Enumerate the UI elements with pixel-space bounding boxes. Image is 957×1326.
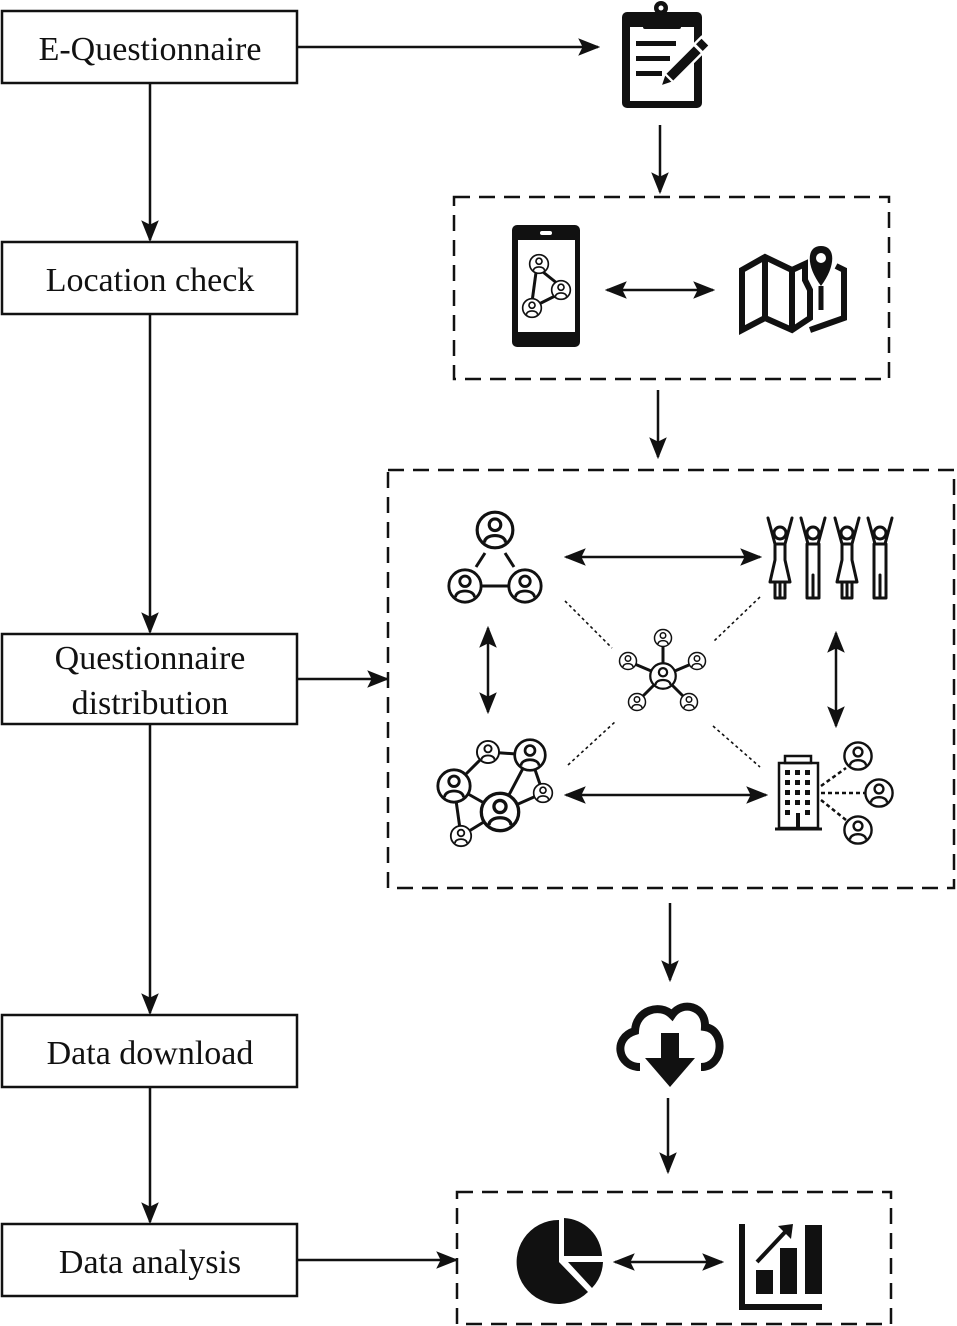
location-panel bbox=[452, 195, 891, 381]
step-questionnaire-distribution: Questionnaire distribution bbox=[0, 632, 299, 726]
step-data-analysis: Data analysis bbox=[0, 1222, 299, 1298]
building-contacts-icon bbox=[775, 741, 894, 845]
step-label: E-Questionnaire bbox=[39, 31, 262, 68]
dotted-link-bl bbox=[567, 720, 617, 766]
bar-chart-growth-icon bbox=[739, 1224, 822, 1310]
step-location-check: Location check bbox=[0, 240, 299, 316]
dotted-link-tl bbox=[564, 600, 613, 649]
clipboard-pencil-icon bbox=[622, 1, 712, 108]
step-e-questionnaire: E-Questionnaire bbox=[0, 9, 299, 85]
crowd-cheering-icon bbox=[766, 516, 894, 600]
step-label: Location check bbox=[46, 262, 255, 299]
step-label: Data analysis bbox=[59, 1244, 241, 1281]
user-mesh-network-icon bbox=[436, 738, 554, 848]
user-triangle-network-icon bbox=[447, 510, 543, 604]
dotted-link-br bbox=[712, 725, 761, 768]
step-label: Data download bbox=[47, 1035, 254, 1072]
pie-chart-icon bbox=[516, 1218, 603, 1304]
analysis-panel bbox=[455, 1190, 893, 1326]
smartphone-network-icon bbox=[512, 225, 580, 347]
step-data-download: Data download bbox=[0, 1013, 299, 1089]
step-label-line1: Questionnaire bbox=[55, 640, 246, 677]
hub-network-icon bbox=[618, 628, 707, 712]
step-label-line2: distribution bbox=[72, 685, 229, 722]
map-pin-icon bbox=[739, 246, 847, 335]
cloud-download-icon bbox=[616, 1002, 724, 1087]
dotted-link-tr bbox=[712, 596, 761, 643]
distribution-panel bbox=[386, 468, 956, 890]
